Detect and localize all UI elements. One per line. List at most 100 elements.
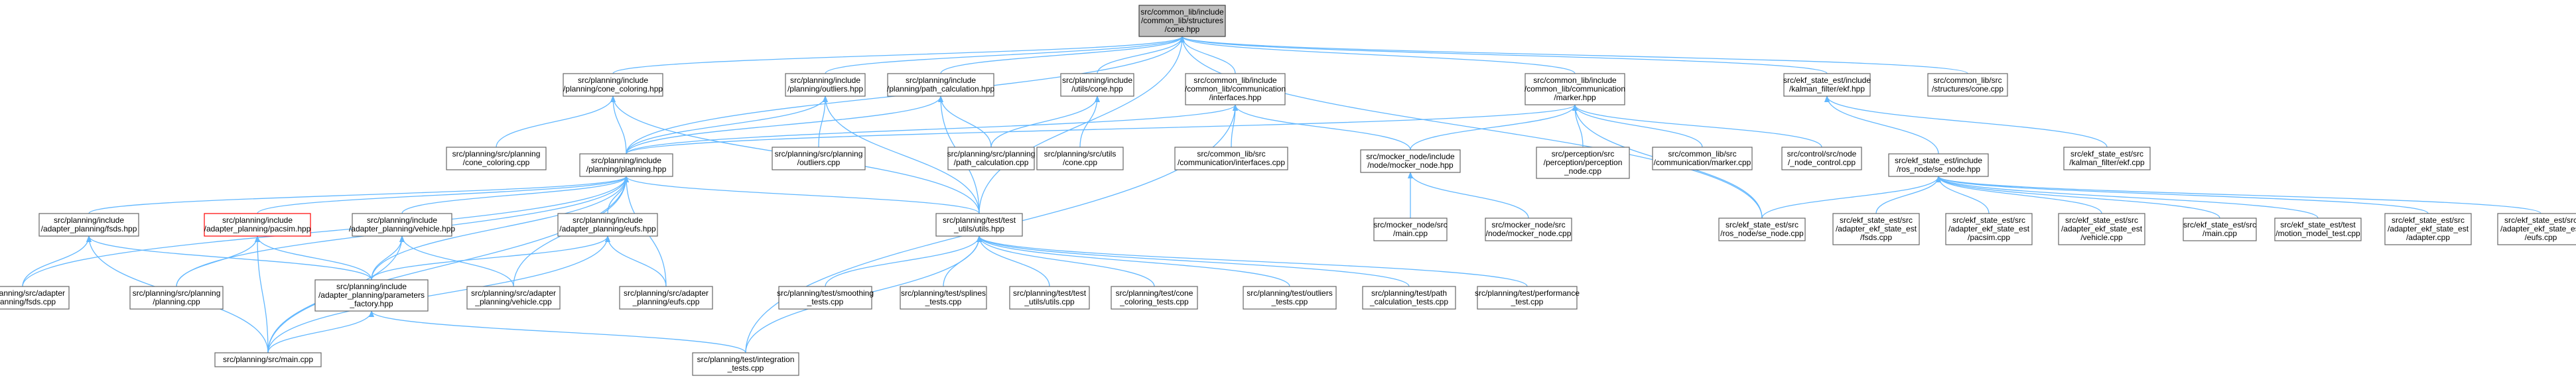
file-node-path-calc-hpp[interactable]: src/planning/include/planning/path_calcu… [887,73,994,97]
file-node-path-calc-cpp[interactable]: src/planning/src/planning/path_calculati… [947,147,1036,170]
file-node-box [1373,218,1448,241]
file-node-smoothing-tests-cpp[interactable]: src/planning/test/smoothing_tests.cpp [777,286,874,310]
file-node-label: src/ekf_state_est/src [1840,216,1913,225]
file-node-label: /eufs.cpp [2525,233,2557,242]
file-node-label: /planning/planning.hpp [586,164,667,174]
file-node-integration-tests-cpp[interactable]: src/planning/test/integration_tests.cpp [692,352,799,376]
file-node-interfaces-hpp[interactable]: src/common_lib/include/common_lib/commun… [1185,73,1286,105]
file-node-cone-coloring-cpp[interactable]: src/planning/src/planning/cone_coloring.… [446,147,547,170]
file-node-mocker-node-hpp[interactable]: src/mocker_node/include/node/mocker_node… [1360,149,1461,173]
file-node-utils-hpp[interactable]: src/planning/test/test_utils/utils.hpp [935,213,1023,237]
file-node-box [785,73,866,97]
dependency-edge [371,235,405,281]
file-node-se-node-cpp[interactable]: src/ekf_state_est/src/ros_node/se_node.c… [1718,218,1806,241]
file-node-eufs-hpp[interactable]: src/planning/include/adapter_planning/eu… [557,213,658,237]
file-node-parameters-factory-hpp[interactable]: src/planning/include/adapter_planning/pa… [314,279,429,312]
file-node-label: src/planning/src/utils [1044,149,1117,158]
file-node-label: /adapter_ekf_state_est [2500,224,2576,233]
file-node-label: /adapter_ekf_state_est [2388,224,2469,233]
dependency-edge [825,36,1185,74]
file-node-label: _tests.cpp [807,297,844,306]
file-node-label: _tests.cpp [925,297,962,306]
file-node-label: /_node_control.cpp [1788,158,1856,167]
file-node-outliers-tests-cpp[interactable]: src/planning/test/outliers_tests.cpp [1243,286,1337,310]
file-node-ekf-adapter-cpp[interactable]: src/ekf_state_est/src/adapter_ekf_state_… [2384,213,2472,245]
file-node-box [466,286,561,310]
dependency-edge [369,310,746,353]
file-node-utils-cone-hpp[interactable]: src/planning/include/utils/cone.hpp [1060,73,1134,97]
file-node-fsds-hpp[interactable]: src/planning/include/adapter_planning/fs… [38,213,139,237]
file-node-structures-cone-cpp[interactable]: src/common_lib/src/structures/cone.cpp [1927,73,2008,97]
file-node-performance-test-cpp[interactable]: src/planning/test/performance_test.cpp [1475,286,1580,310]
file-node-cone-coloring-tests-cpp[interactable]: src/planning/test/cone_coloring_tests.cp… [1111,286,1198,310]
file-node-box [692,352,799,376]
file-node-adapter-vehicle-cpp[interactable]: src/planning/src/adapter_planning/vehicl… [466,286,561,310]
file-node-cone-hpp[interactable]: src/common_lib/include/common_lib/struct… [1138,5,1226,37]
file-node-control-node-cpp[interactable]: src/control/src/node/_node_control.cpp [1781,147,1862,170]
file-node-pacsim-hpp[interactable]: src/planning/include/adapter_planning/pa… [204,213,311,237]
file-node-label: /outliers.cpp [797,158,841,167]
file-node-box [2058,213,2145,245]
file-node-planning-hpp[interactable]: src/planning/include/planning/planning.h… [579,153,673,177]
file-node-kalman-filter-cpp[interactable]: src/ekf_state_est/src/kalman_filter/ekf.… [2063,147,2151,170]
file-node-label: /main.cpp [2203,229,2237,238]
file-node-label: src/control/src/node [1787,149,1857,158]
file-node-vehicle-hpp[interactable]: src/planning/include/adapter_planning/ve… [349,213,455,237]
file-node-marker-cpp[interactable]: src/common_lib/src/communication/marker.… [1652,147,1753,170]
file-node-mocker-main-cpp[interactable]: src/mocker_node/src/main.cpp [1373,218,1448,241]
file-node-ekf-main-cpp[interactable]: src/ekf_state_est/src/main.cpp [2183,218,2257,241]
dependency-edge [1180,36,1576,74]
file-node-label: _planning/eufs.cpp [632,297,700,306]
file-node-ekf-pacsim-cpp[interactable]: src/ekf_state_est/src/adapter_ekf_state_… [1945,213,2033,245]
file-node-perception-node-cpp[interactable]: src/perception/src/perception/perception… [1536,147,1630,179]
file-node-label: _tests.cpp [1271,297,1308,306]
file-node-adapter-eufs-cpp[interactable]: src/planning/src/adapter_planning/eufs.c… [619,286,713,310]
file-node-interfaces-cpp[interactable]: src/common_lib/src/communication/interfa… [1174,147,1288,170]
file-node-label: src/common_lib/include [1140,7,1224,17]
file-node-label: src/ekf_state_est/include [1783,76,1871,85]
file-node-planning-cpp[interactable]: src/planning/src/planning/planning.cpp [129,286,224,310]
dependency-edge [825,235,982,287]
file-node-splines-tests-cpp[interactable]: src/planning/test/splines_tests.cpp [900,286,987,310]
dependency-edge [626,104,1238,155]
file-node-label: /perception/perception [1544,158,1623,167]
file-node-utils-cpp[interactable]: src/planning/test/test_utils/utils.cpp [1009,286,1090,310]
file-node-label: /communication/interfaces.cpp [1178,158,1285,167]
file-node-label: src/perception/src [1552,149,1615,158]
file-node-box [1477,286,1578,310]
file-node-label: /cone.cpp [1063,158,1097,167]
file-node-label: src/mocker_node/include [1366,152,1455,161]
file-node-label: src/planning/src/adapter [471,288,556,298]
file-node-mocker-node-cpp[interactable]: src/mocker_node/src/node/mocker_node.cpp [1485,218,1572,241]
file-node-label: /common_lib/communication [1525,84,1625,94]
file-node-path-calc-tests-cpp[interactable]: src/planning/test/path_calculation_tests… [1362,286,1456,310]
dependency-edge [1936,176,2542,214]
file-node-utils-cone-cpp[interactable]: src/planning/src/utils/cone.cpp [1036,147,1124,170]
dependency-edge [977,235,1528,287]
file-node-motion-model-test-cpp[interactable]: src/ekf_state_est/test/motion_model_test… [2274,218,2362,241]
file-node-ekf-fsds-cpp[interactable]: src/ekf_state_est/src/adapter_ekf_state_… [1832,213,1920,245]
file-node-planning-main-cpp[interactable]: src/planning/src/main.cpp [214,352,322,367]
file-node-box [2063,147,2151,170]
file-node-label: src/ekf_state_est/src [2065,216,2138,225]
file-node-label: src/planning/include [591,156,661,165]
file-node-label: /node/mocker_node.hpp [1367,160,1454,170]
file-node-label: /planning/outliers.hpp [787,84,863,94]
file-node-adapter-fsds-cpp[interactable]: src/planning/src/adapter_planning/fsds.c… [0,286,70,310]
file-node-kalman-filter-hpp[interactable]: src/ekf_state_est/include/kalman_filter/… [1783,73,1871,97]
file-node-label: src/planning/include [336,282,407,291]
file-node-cone-coloring-hpp[interactable]: src/planning/include/planning/cone_color… [563,73,663,97]
file-node-label: /cone.hpp [1165,25,1200,34]
file-node-label: /adapter_ekf_state_est [1948,224,2030,233]
file-node-label: _utils/utils.hpp [953,224,1004,233]
file-node-se-node-hpp[interactable]: src/ekf_state_est/include/ros_node/se_no… [1888,153,1989,177]
file-node-marker-hpp[interactable]: src/common_lib/include/common_lib/commun… [1525,73,1625,105]
file-node-ekf-vehicle-cpp[interactable]: src/ekf_state_est/src/adapter_ekf_state_… [2058,213,2145,245]
file-node-label: src/common_lib/src [1197,149,1265,158]
dependency-edge [610,95,627,155]
file-node-outliers-hpp[interactable]: src/planning/include/planning/outliers.h… [785,73,866,97]
file-node-outliers-cpp[interactable]: src/planning/src/planning/outliers.cpp [772,147,866,170]
file-node-label: src/planning/test/outliers [1247,288,1332,298]
dependency-edge [1936,176,2220,219]
file-node-ekf-eufs-cpp[interactable]: src/ekf_state_est/src/adapter_ekf_state_… [2497,213,2576,245]
